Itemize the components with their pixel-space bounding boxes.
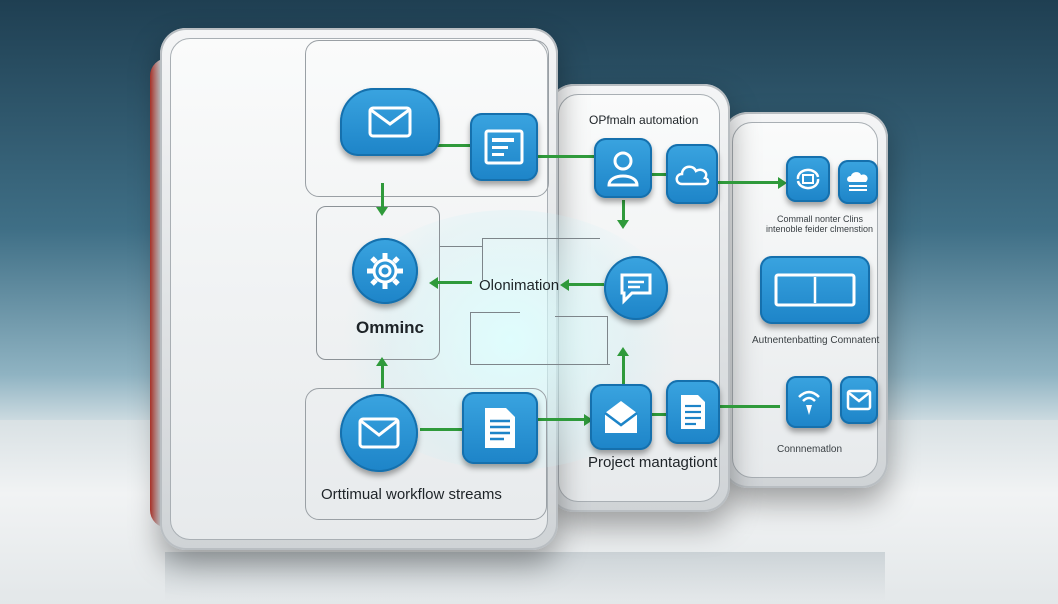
connector-line — [482, 238, 483, 280]
link-down-gear — [381, 183, 384, 209]
open-envelope-icon — [604, 401, 638, 433]
arrow-down — [617, 220, 629, 229]
arrow-up — [376, 357, 388, 366]
document-node[interactable] — [462, 392, 538, 464]
link-doclist-wifi — [718, 405, 780, 408]
arrow-down — [376, 207, 388, 216]
chat-node[interactable] — [604, 256, 668, 320]
comm-line2-label: intenoble feider clmenstion — [766, 224, 874, 234]
link-cloud-form — [437, 144, 473, 147]
connector-line — [470, 312, 520, 313]
arrow-up — [617, 347, 629, 356]
link-up-chat — [622, 356, 625, 386]
authentication-label: Autnentenbatting Comnatent — [752, 335, 880, 346]
cloud-icon — [675, 165, 710, 186]
wifi-node[interactable] — [786, 376, 832, 428]
optimal-workflow-label: Orttimual workflow streams — [321, 486, 502, 503]
mail-node[interactable] — [340, 394, 418, 472]
mail-icon — [358, 417, 400, 449]
user-icon — [607, 151, 639, 187]
olonimation-label: Olonimation — [479, 277, 560, 294]
gear-icon — [367, 253, 403, 289]
chat-bubble-icon — [620, 273, 652, 305]
link-olon-gear — [438, 281, 472, 284]
connection-label: Connnematlon — [777, 444, 843, 455]
arrow-right — [584, 414, 593, 426]
arrow-left — [560, 279, 569, 291]
email-cloud-icon — [368, 106, 412, 138]
connector-line — [482, 238, 600, 239]
form-document-icon — [484, 129, 524, 165]
inbox-node[interactable] — [840, 376, 878, 424]
link-mail-doc — [420, 428, 464, 431]
link-up-gear — [381, 364, 384, 388]
open-mail-node[interactable] — [590, 384, 652, 450]
user-node[interactable] — [594, 138, 652, 198]
connector-line — [470, 312, 471, 364]
link-cloud-sync — [716, 181, 780, 184]
window-panel-node[interactable] — [760, 256, 870, 324]
window-panel-icon — [774, 273, 856, 307]
link-form-user — [536, 155, 598, 158]
form-document-node[interactable] — [470, 113, 538, 181]
panel-reflection — [165, 552, 885, 600]
inbox-mail-icon — [846, 389, 872, 411]
sync-icon — [796, 168, 820, 190]
ommic-label: Omminc — [356, 318, 425, 337]
project-management-label: Project mantagtiont — [588, 454, 718, 471]
cloud-node[interactable] — [666, 144, 718, 204]
doc-list-node[interactable] — [666, 380, 720, 444]
link-openmail-doclist — [650, 413, 666, 416]
email-cloud-node[interactable] — [340, 88, 440, 156]
connector-line — [555, 316, 607, 317]
link-chat-olon — [568, 283, 604, 286]
gear-node[interactable] — [352, 238, 418, 304]
cloud-lines-node[interactable] — [838, 160, 878, 204]
arrow-right — [778, 177, 787, 189]
arrow-left — [429, 277, 438, 289]
link-doc-openmail — [536, 418, 586, 421]
cloud-lines-icon — [847, 172, 868, 191]
wifi-signal-icon — [798, 390, 820, 415]
connector-line — [607, 316, 608, 364]
connector-line — [440, 246, 482, 247]
document-list-icon — [681, 395, 705, 429]
ophain-automation-label: OPfmaln automation — [589, 113, 699, 127]
sync-node[interactable] — [786, 156, 830, 202]
document-icon — [485, 408, 515, 448]
bottom-group-box — [305, 388, 547, 520]
top-group-box — [305, 40, 549, 197]
comm-line1-label: Commall nonter Clins — [777, 214, 864, 224]
link-down-chat — [622, 200, 625, 222]
link-user-cloud — [652, 173, 672, 176]
connector-line — [470, 364, 610, 365]
